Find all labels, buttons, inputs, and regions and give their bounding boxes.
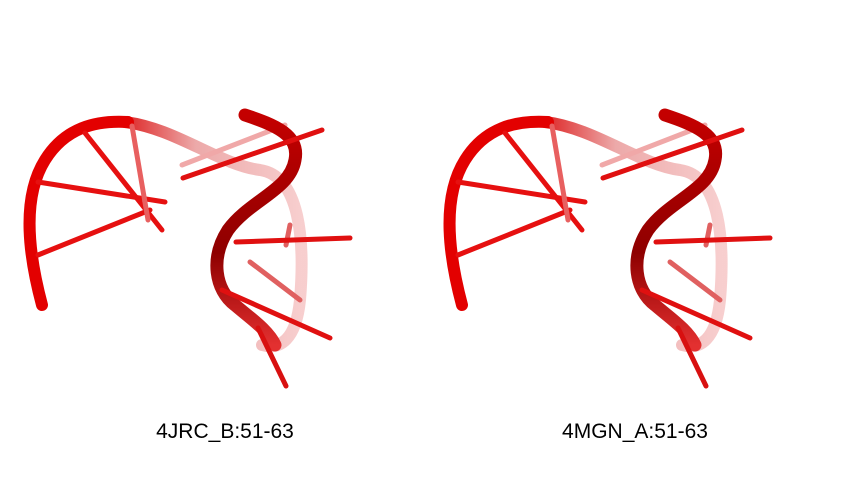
base-stick [455,207,573,258]
rna-structure-render [23,108,353,389]
base-stick [247,259,303,303]
base-stick [35,207,153,258]
base-stick [639,287,753,341]
backbone-back-segment [539,116,728,353]
base-stick [600,127,745,181]
structure-label: 4MGN_A:51-63 [562,420,708,443]
base-stick [653,235,773,245]
base-stick [219,287,333,341]
base-stick [179,122,288,168]
backbone-arc [23,115,134,311]
backbone-arc [443,115,554,311]
base-stick [502,130,585,233]
rna-structure-render [443,108,773,389]
base-stick [549,123,571,223]
structure-label: 4JRC_B:51-63 [156,420,294,443]
base-stick [129,123,151,223]
base-stick [667,259,723,303]
base-stick [255,325,289,389]
base-stick [599,122,708,168]
base-stick [675,325,709,389]
backbone-back-segment [119,116,308,353]
base-stick [233,235,353,245]
structure-panel-right: 4MGN_A:51-63 [420,0,850,480]
structure-panel-left: 4JRC_B:51-63 [23,108,353,443]
base-stick [180,127,325,181]
base-stick [82,130,165,233]
